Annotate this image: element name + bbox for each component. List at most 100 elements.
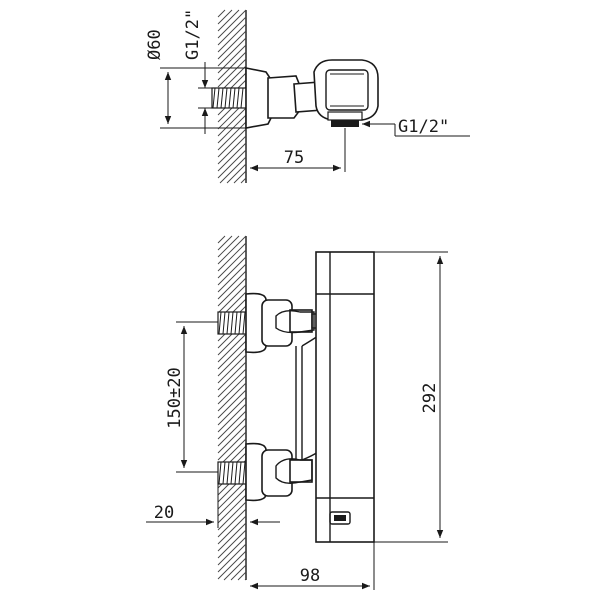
hatch-line [223, 557, 247, 581]
thread-line [222, 461, 226, 485]
dim-height-292-label: 292 [420, 383, 440, 414]
hatch-line [217, 16, 247, 46]
dim-spacing-150: 150±20 [165, 321, 218, 473]
hatch-line [237, 571, 247, 581]
hatch-line [217, 128, 247, 158]
dim-spacing-150-label: 150±20 [165, 367, 185, 428]
bottom-wall-hatch [217, 235, 247, 581]
hatch-line [217, 37, 247, 67]
dim-thread-vertical-label: G1/2" [183, 9, 203, 60]
hatch-line [217, 9, 240, 32]
hatch-line [219, 156, 247, 184]
hatch-line [217, 431, 247, 461]
thread-line [240, 87, 244, 109]
thread-line [230, 311, 234, 335]
thread-line [218, 311, 222, 335]
hatch-line [217, 23, 247, 53]
hatch-line [217, 536, 247, 566]
hatch-line [217, 9, 247, 39]
thread-line [242, 461, 246, 485]
hatch-line [217, 121, 247, 151]
thread-line [228, 87, 232, 109]
hatch-line [217, 333, 247, 363]
dim-height-292: 292 [374, 251, 448, 543]
thread-line [234, 311, 238, 335]
hatch-line [217, 501, 247, 531]
hatch-line [217, 480, 247, 510]
hatch-line [217, 235, 233, 251]
hatch-line [217, 235, 247, 265]
hatch-line [233, 170, 247, 184]
hatch-line [217, 340, 247, 370]
hatch-line [217, 361, 247, 391]
thread-line [234, 461, 238, 485]
thread-line [218, 461, 222, 485]
hatch-line [217, 522, 247, 552]
hatch-line [217, 515, 247, 545]
dim-diameter-label: Ø60 [145, 29, 165, 60]
hatch-line [217, 263, 247, 293]
hatch-line [217, 347, 247, 377]
hatch-line [217, 494, 247, 524]
bottom-view: 292 150±20 20 98 [146, 235, 448, 590]
hatch-line [217, 107, 247, 137]
hatch-line [217, 114, 247, 144]
bottom-upper-inlet [217, 292, 321, 354]
hatch-line [217, 149, 247, 179]
hatch-line [217, 508, 247, 538]
dim-depth-75-label: 75 [284, 148, 304, 168]
hatch-line [217, 277, 247, 307]
hatch-line [217, 30, 247, 60]
hatch-line [217, 550, 247, 580]
hatch-line [217, 529, 247, 559]
hatch-line [217, 249, 247, 279]
hatch-line [217, 354, 247, 384]
bottom-connector-rod [295, 335, 319, 461]
hatch-line [217, 417, 247, 447]
hatch-line [217, 368, 247, 398]
dim-offset-20-label: 20 [154, 503, 174, 523]
hatch-line [217, 51, 247, 81]
thermostat-body [315, 251, 375, 543]
hatch-line [217, 135, 247, 165]
hatch-line [217, 396, 247, 426]
dim-depth-75: 75 [250, 128, 346, 172]
hatch-line [217, 403, 247, 433]
hatch-line [217, 375, 247, 405]
hatch-line [230, 564, 247, 581]
thread-line [224, 87, 228, 109]
top-valve-body [245, 59, 379, 129]
dim-diameter-60: Ø60 [145, 29, 246, 129]
bottom-lower-inlet [217, 442, 313, 502]
top-bottom-nut [327, 111, 363, 127]
dim-offset-20: 20 [146, 484, 280, 528]
thread-line [222, 311, 226, 335]
hatch-line [217, 256, 247, 286]
hatch-line [244, 578, 247, 581]
hatch-line [217, 235, 240, 258]
thread-line [220, 87, 224, 109]
hatch-line [217, 9, 233, 25]
hatch-line [240, 177, 247, 184]
hatch-line [217, 410, 247, 440]
thread-line [242, 311, 246, 335]
hatch-line [217, 284, 247, 314]
thread-line [232, 87, 236, 109]
thread-line [238, 461, 242, 485]
dim-depth-98: 98 [250, 542, 375, 590]
thread-line [236, 87, 240, 109]
top-wall-thread [211, 87, 247, 109]
hatch-line [217, 235, 226, 244]
dim-thread-horizontal: G1/2" [362, 117, 470, 137]
hatch-line [217, 389, 247, 419]
hatch-line [217, 242, 247, 272]
thread-line [226, 461, 230, 485]
thread-line [226, 311, 230, 335]
hatch-line [217, 382, 247, 412]
hatch-line [217, 543, 247, 573]
thread-line [216, 87, 220, 109]
dim-depth-98-label: 98 [300, 566, 320, 586]
thread-line [238, 311, 242, 335]
